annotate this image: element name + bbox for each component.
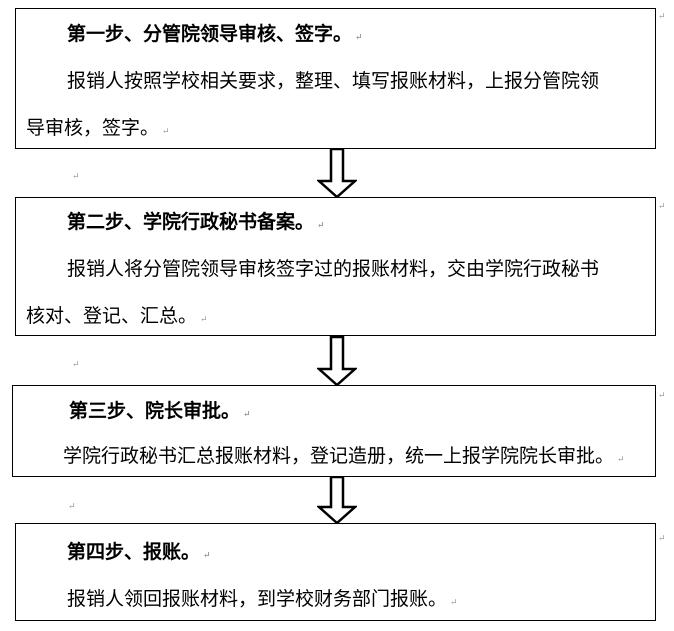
step-2-body-line-2-text: 核对、登记、汇总。 <box>26 305 198 327</box>
paragraph-mark-icon: ↵ <box>317 221 325 231</box>
step-4-title-text: 第四步、报账。 <box>67 541 201 563</box>
step-2-body-line-1: 报销人将分管院领导审核签字过的报账材料，交由学院行政秘书 <box>67 258 600 280</box>
step-2-box: 第二步、学院行政秘书备案。↵ 报销人将分管院领导审核签字过的报账材料，交由学院行… <box>15 197 656 336</box>
step-1-body-line-2-text: 导审核，签字。 <box>26 117 160 139</box>
step-3-body-line-1-text: 学院行政秘书汇总报账材料，登记造册，统一上报学院院长审批。 <box>63 445 615 467</box>
paragraph-mark-icon: ↵ <box>355 33 363 43</box>
paragraph-mark-icon: ↵ <box>68 502 76 512</box>
paragraph-mark-icon: ↵ <box>658 534 666 544</box>
paragraph-mark-icon: ↵ <box>243 410 251 420</box>
step-2-title-text: 第二步、学院行政秘书备案。 <box>67 211 315 233</box>
step-1-title-text: 第一步、分管院领导审核、签字。 <box>67 23 353 45</box>
step-2-title: 第二步、学院行政秘书备案。↵ <box>67 211 325 237</box>
step-3-title-text: 第三步、院长审批。 <box>69 400 241 422</box>
step-3-body-line-1: 学院行政秘书汇总报账材料，登记造册，统一上报学院院长审批。↵ <box>63 445 625 471</box>
paragraph-mark-icon: ↵ <box>617 455 625 465</box>
step-4-title: 第四步、报账。↵ <box>67 541 211 567</box>
paragraph-mark-icon: ↵ <box>72 172 80 182</box>
paragraph-mark-icon: ↵ <box>203 551 211 561</box>
step-1-box: 第一步、分管院领导审核、签字。↵ 报销人按照学校相关要求，整理、填写报账材料，上… <box>15 8 656 149</box>
paragraph-mark-icon: ↵ <box>200 315 208 325</box>
step-1-body-line-2: 导审核，签字。↵ <box>26 117 170 143</box>
down-arrow-icon <box>317 476 357 524</box>
step-3-title: 第三步、院长审批。↵ <box>69 400 251 426</box>
step-3-box: 第三步、院长审批。↵ 学院行政秘书汇总报账材料，登记造册，统一上报学院院长审批。… <box>12 385 656 477</box>
step-4-box: 第四步、报账。↵ 报销人领回报账材料，到学校财务部门报账。↵ <box>15 523 656 621</box>
step-1-title: 第一步、分管院领导审核、签字。↵ <box>67 23 363 49</box>
paragraph-mark-icon: ↵ <box>658 391 666 401</box>
paragraph-mark-icon: ↵ <box>162 127 170 137</box>
step-1-body-line-1: 报销人按照学校相关要求，整理、填写报账材料，上报分管院领 <box>67 70 600 92</box>
down-arrow-icon <box>317 148 357 198</box>
step-2-body-line-2: 核对、登记、汇总。↵ <box>26 305 208 331</box>
paragraph-mark-icon: ↵ <box>450 598 458 608</box>
paragraph-mark-icon: ↵ <box>72 360 80 370</box>
paragraph-mark-icon: ↵ <box>658 202 666 212</box>
paragraph-mark-icon: ↵ <box>658 12 666 22</box>
step-4-body-line-1: 报销人领回报账材料，到学校财务部门报账。↵ <box>67 588 458 614</box>
down-arrow-icon <box>317 336 357 386</box>
step-4-body-line-1-text: 报销人领回报账材料，到学校财务部门报账。 <box>67 588 448 610</box>
